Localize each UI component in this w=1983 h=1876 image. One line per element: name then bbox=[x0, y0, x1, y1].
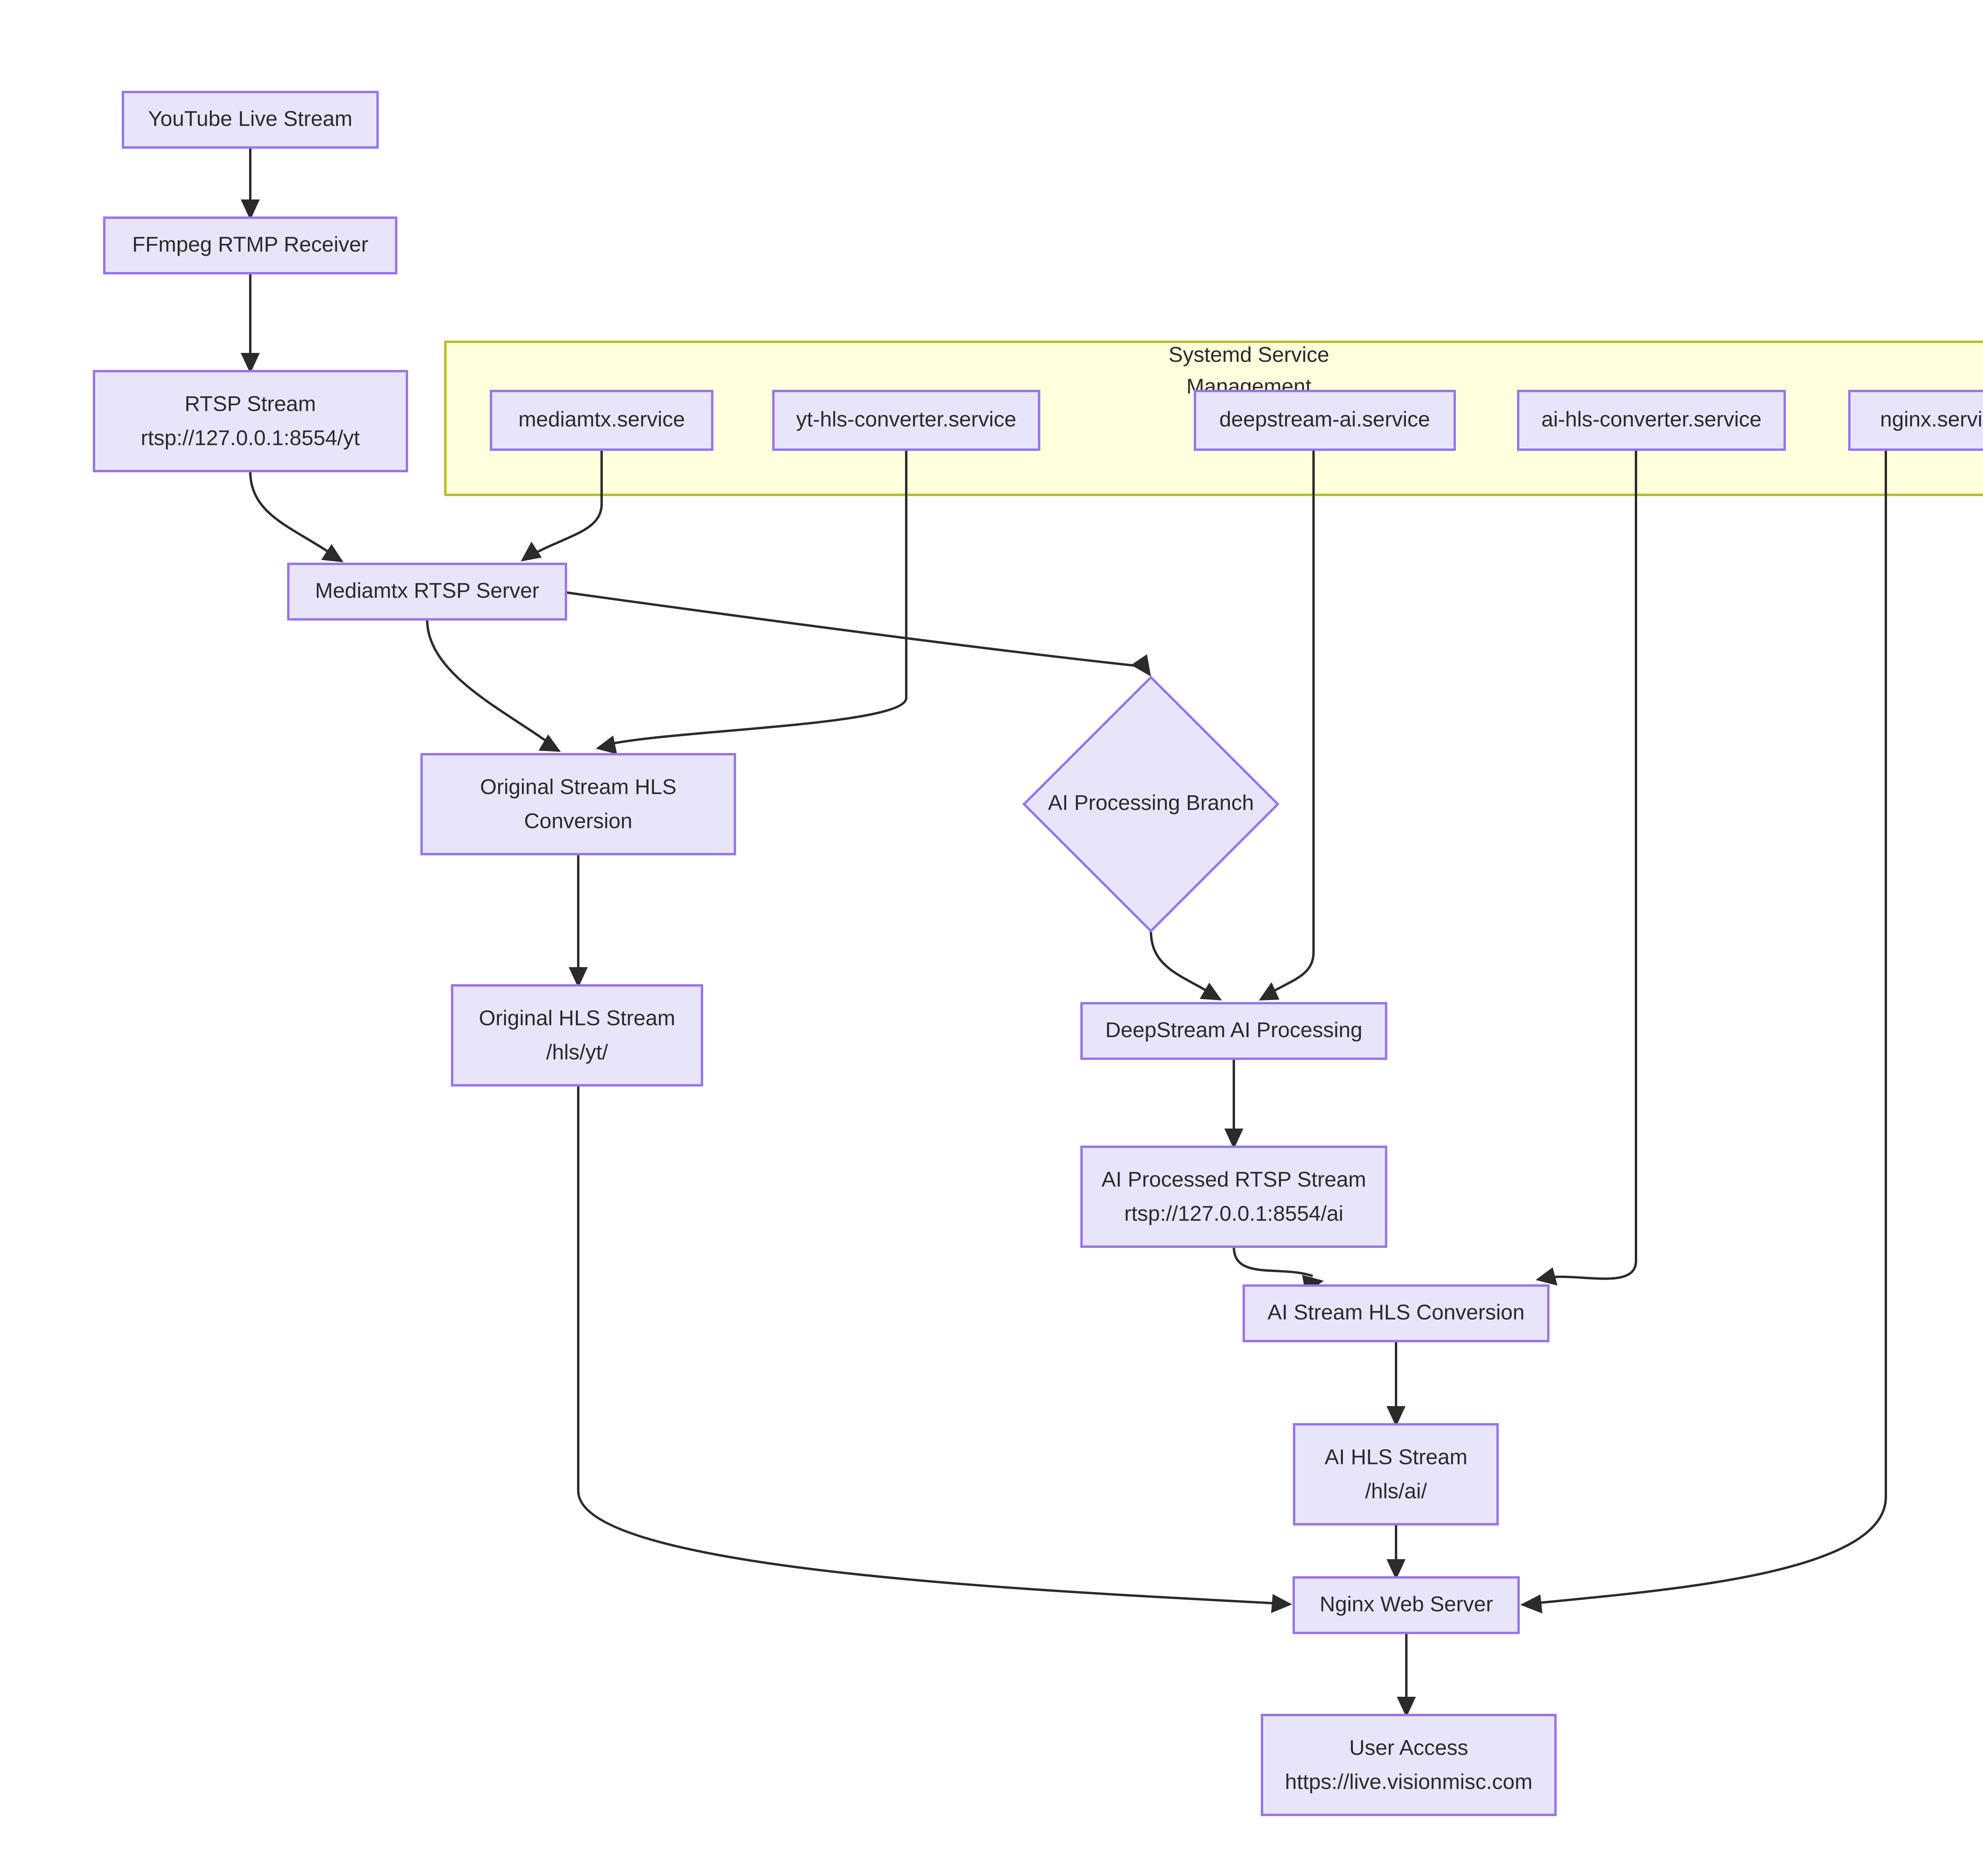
node-original-hls-stream-box[interactable] bbox=[451, 984, 703, 1087]
node-deepstream-ai-processing[interactable]: DeepStream AI Processing bbox=[1080, 1002, 1387, 1060]
edge-yt-hls-converter-to-original-hls-conversion bbox=[596, 450, 907, 754]
node-original-hls-stream[interactable]: Original HLS Stream /hls/yt/ bbox=[451, 984, 703, 1087]
node-mediamtx-rtsp-server[interactable]: Mediamtx RTSP Server bbox=[287, 563, 567, 621]
node-ai-hls-converter-service-label: ai-hls-converter.service bbox=[1541, 407, 1761, 431]
node-youtube-live-stream-label: YouTube Live Stream bbox=[148, 107, 352, 130]
node-deepstream-ai-processing-label: DeepStream AI Processing bbox=[1105, 1018, 1362, 1042]
node-original-stream-hls-conversion[interactable]: Original Stream HLS Conversion bbox=[420, 753, 736, 855]
node-mediamtx-service-label: mediamtx.service bbox=[518, 407, 685, 431]
node-ai-hls-converter-service-box[interactable] bbox=[1517, 390, 1786, 451]
cluster-label-line1: Systemd Service bbox=[1168, 343, 1329, 366]
node-mediamtx-service[interactable]: mediamtx.service bbox=[490, 390, 713, 451]
node-ai-processed-rtsp-stream-label-line2: rtsp://127.0.0.1:8554/ai bbox=[1124, 1201, 1343, 1225]
node-deepstream-ai-processing-box[interactable] bbox=[1080, 1002, 1387, 1060]
node-ai-hls-stream-label-line2: /hls/ai/ bbox=[1365, 1479, 1427, 1503]
edge-ai-branch-to-deepstream-processing bbox=[1150, 931, 1222, 1000]
node-user-access[interactable]: User Access https://live.visionmisc.com bbox=[1261, 1714, 1557, 1816]
node-ai-processed-rtsp-stream[interactable]: AI Processed RTSP Stream rtsp://127.0.0.… bbox=[1080, 1146, 1387, 1248]
node-nginx-web-server[interactable]: Nginx Web Server bbox=[1293, 1576, 1520, 1634]
node-ai-processing-branch-label: AI Processing Branch bbox=[1048, 791, 1254, 814]
node-ai-hls-stream-box[interactable] bbox=[1293, 1423, 1499, 1525]
node-youtube-live-stream-box[interactable] bbox=[122, 91, 379, 149]
edge-mediamtx-server-to-original-hls-conversion bbox=[426, 619, 561, 752]
node-deepstream-ai-service-label: deepstream-ai.service bbox=[1219, 407, 1430, 431]
node-ai-stream-hls-conversion-label: AI Stream HLS Conversion bbox=[1268, 1300, 1525, 1324]
node-ai-stream-hls-conversion[interactable]: AI Stream HLS Conversion bbox=[1243, 1284, 1550, 1342]
edge-deepstream-processing-to-ai-rtsp-stream bbox=[1224, 1059, 1243, 1149]
node-user-access-label-line2: https://live.visionmisc.com bbox=[1285, 1770, 1532, 1794]
node-yt-hls-converter-service-label: yt-hls-converter.service bbox=[796, 407, 1016, 431]
node-rtsp-stream-label-line2: rtsp://127.0.0.1:8554/yt bbox=[141, 426, 360, 450]
node-rtsp-stream-label-line1: RTSP Stream bbox=[184, 392, 316, 416]
edge-rtsp-stream-to-mediamtx-server bbox=[249, 471, 343, 562]
edge-nginx-service-to-nginx-web-server bbox=[1520, 450, 1887, 1613]
nodes-layer: YouTube Live Stream FFmpeg RTMP Receiver… bbox=[93, 91, 1983, 1816]
node-mediamtx-rtsp-server-label: Mediamtx RTSP Server bbox=[315, 579, 539, 602]
edges-layer bbox=[241, 148, 1887, 1717]
node-ai-processed-rtsp-stream-label-line1: AI Processed RTSP Stream bbox=[1101, 1167, 1366, 1191]
node-ai-hls-stream[interactable]: AI HLS Stream /hls/ai/ bbox=[1293, 1423, 1499, 1525]
edge-original-hls-conversion-to-original-hls-stream bbox=[569, 854, 588, 988]
node-ai-processed-rtsp-stream-box[interactable] bbox=[1080, 1146, 1387, 1248]
node-deepstream-ai-service[interactable]: deepstream-ai.service bbox=[1194, 390, 1456, 451]
node-ffmpeg-rtmp-receiver-box[interactable] bbox=[103, 217, 397, 274]
node-nginx-service-box[interactable] bbox=[1848, 390, 1983, 451]
node-ai-processing-branch[interactable]: AI Processing Branch bbox=[1022, 675, 1280, 933]
node-youtube-live-stream[interactable]: YouTube Live Stream bbox=[122, 91, 379, 149]
node-user-access-label-line1: User Access bbox=[1349, 1736, 1468, 1759]
edge-youtube-to-ffmpeg bbox=[241, 148, 260, 220]
node-ai-hls-converter-service[interactable]: ai-hls-converter.service bbox=[1517, 390, 1786, 451]
node-ffmpeg-rtmp-receiver[interactable]: FFmpeg RTMP Receiver bbox=[103, 217, 397, 274]
node-rtsp-stream-box[interactable] bbox=[93, 370, 408, 472]
edge-deepstream-service-to-deepstream-processing bbox=[1259, 450, 1315, 1000]
node-ai-processing-branch-shape[interactable] bbox=[1022, 675, 1280, 933]
node-mediamtx-service-box[interactable] bbox=[490, 390, 713, 451]
edge-mediamtx-server-to-ai-branch bbox=[566, 591, 1151, 676]
node-original-hls-stream-label-line1: Original HLS Stream bbox=[479, 1006, 675, 1030]
node-nginx-service[interactable]: nginx.service bbox=[1848, 390, 1983, 451]
edge-ai-hls-stream-to-nginx-web-server bbox=[1387, 1524, 1406, 1580]
node-original-stream-hls-conversion-label-line2: Conversion bbox=[524, 809, 632, 833]
edge-nginx-web-server-to-user-access bbox=[1397, 1633, 1416, 1717]
edge-mediamtx-service-to-mediamtx-server bbox=[521, 450, 603, 561]
node-nginx-web-server-box[interactable] bbox=[1293, 1576, 1520, 1634]
node-rtsp-stream[interactable]: RTSP Stream rtsp://127.0.0.1:8554/yt bbox=[93, 370, 408, 472]
node-original-stream-hls-conversion-box[interactable] bbox=[420, 753, 736, 855]
edge-ai-hls-conversion-to-ai-hls-stream bbox=[1387, 1341, 1406, 1427]
node-yt-hls-converter-service-box[interactable] bbox=[772, 390, 1040, 451]
edge-original-hls-stream-to-nginx-web-server bbox=[577, 1085, 1292, 1613]
node-user-access-box[interactable] bbox=[1261, 1714, 1557, 1816]
node-ffmpeg-rtmp-receiver-label: FFmpeg RTMP Receiver bbox=[132, 232, 368, 256]
node-nginx-service-label: nginx.service bbox=[1880, 407, 1983, 431]
node-ai-hls-stream-label-line1: AI HLS Stream bbox=[1325, 1445, 1467, 1469]
node-ai-stream-hls-conversion-box[interactable] bbox=[1243, 1284, 1550, 1342]
edge-ffmpeg-to-rtsp-stream bbox=[241, 273, 260, 374]
edge-ai-hls-converter-to-ai-hls-conversion bbox=[1536, 450, 1637, 1286]
node-original-stream-hls-conversion-label-line1: Original Stream HLS bbox=[480, 775, 676, 799]
node-deepstream-ai-service-box[interactable] bbox=[1194, 390, 1456, 451]
node-original-hls-stream-label-line2: /hls/yt/ bbox=[546, 1040, 608, 1064]
node-mediamtx-rtsp-server-box[interactable] bbox=[287, 563, 567, 621]
node-yt-hls-converter-service[interactable]: yt-hls-converter.service bbox=[772, 390, 1040, 451]
node-nginx-web-server-label: Nginx Web Server bbox=[1319, 1592, 1493, 1616]
